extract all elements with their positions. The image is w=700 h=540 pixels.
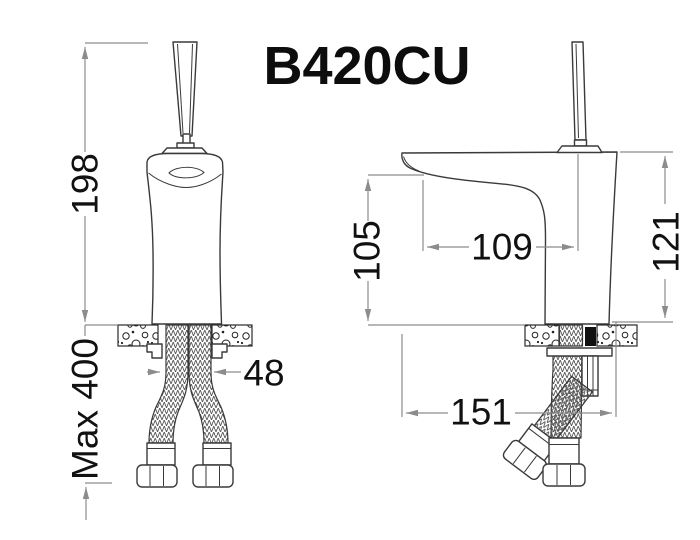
side-hoses bbox=[502, 347, 613, 487]
side-deck-solid-detail bbox=[585, 327, 596, 346]
front-view bbox=[117, 41, 253, 488]
dimension-48: 48 bbox=[147, 353, 285, 394]
dimension-121: 121 bbox=[612, 151, 687, 323]
front-counter-section bbox=[117, 324, 253, 347]
dim-label-48: 48 bbox=[243, 353, 284, 394]
side-spout-tip-line bbox=[403, 156, 420, 172]
front-left-flange bbox=[146, 343, 163, 359]
dim-label-max-400: Max 400 bbox=[65, 338, 106, 480]
dim-label-105: 105 bbox=[347, 220, 388, 282]
front-handle-base-plate bbox=[161, 147, 208, 155]
dimension-151: 151 bbox=[401, 322, 617, 433]
dimension-105: 105 bbox=[347, 174, 524, 326]
dim-label-109: 109 bbox=[471, 227, 533, 268]
front-right-hex-nut bbox=[192, 464, 234, 488]
side-handle-base-plate bbox=[556, 145, 603, 154]
model-title: B420CU bbox=[263, 36, 470, 96]
dimension-198: 198 bbox=[65, 42, 148, 326]
dimension-max-400: Max 400 bbox=[65, 325, 112, 520]
front-left-ferrule bbox=[146, 442, 176, 466]
side-ferrule bbox=[548, 437, 580, 465]
front-right-flange bbox=[211, 343, 228, 359]
front-left-hex-nut bbox=[136, 464, 178, 488]
dim-label-198: 198 bbox=[65, 153, 106, 215]
front-hoses bbox=[136, 324, 234, 488]
front-handle-lever bbox=[172, 41, 198, 149]
dim-label-121: 121 bbox=[646, 211, 687, 273]
side-view bbox=[401, 41, 638, 487]
side-counter-section bbox=[524, 324, 638, 347]
front-right-ferrule bbox=[202, 442, 232, 466]
front-body bbox=[146, 152, 224, 325]
side-handle-lever bbox=[556, 41, 603, 154]
dimension-109: 109 bbox=[422, 154, 579, 268]
front-spout-lens bbox=[168, 166, 205, 179]
side-hex-nut bbox=[542, 463, 586, 487]
side-mounting-bracket bbox=[546, 347, 613, 357]
dim-label-151: 151 bbox=[450, 392, 512, 433]
side-body bbox=[401, 151, 618, 325]
